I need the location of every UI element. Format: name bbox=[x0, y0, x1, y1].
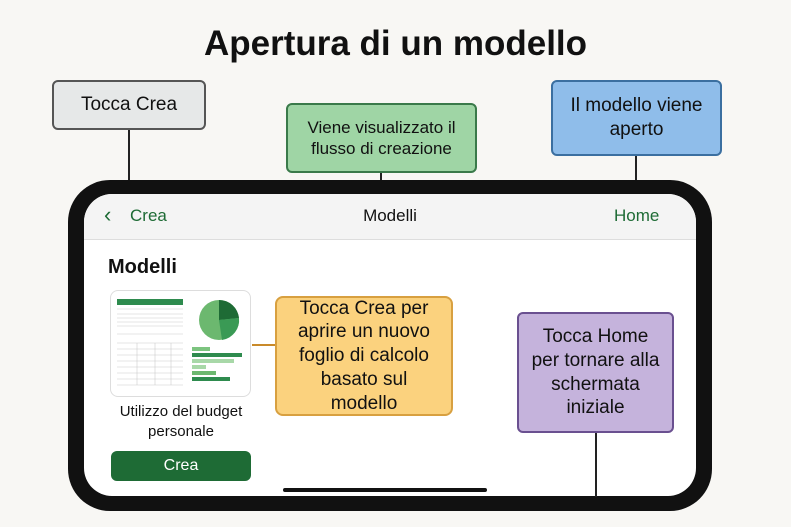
connector-line bbox=[380, 171, 382, 185]
connector-line bbox=[595, 431, 597, 497]
connector-line bbox=[252, 344, 276, 346]
template-name: Utilizzo del budget personale bbox=[119, 403, 243, 440]
template-thumbnail[interactable] bbox=[110, 290, 251, 397]
home-indicator bbox=[283, 488, 487, 492]
callout-create-info: Tocca Crea per aprire un nuovo foglio di… bbox=[275, 296, 453, 416]
connector-line bbox=[635, 154, 637, 192]
callout-home-info: Tocca Home per tornare alla schermata in… bbox=[517, 312, 674, 433]
create-button[interactable]: Crea bbox=[111, 451, 251, 481]
home-button[interactable]: Home bbox=[614, 206, 660, 225]
back-button[interactable]: Crea bbox=[130, 206, 167, 225]
spreadsheet-preview-icon bbox=[117, 299, 242, 386]
chevron-left-icon[interactable]: ‹ bbox=[104, 202, 112, 227]
nav-bar: ‹ Crea Modelli Home bbox=[84, 194, 696, 240]
connector-line bbox=[128, 128, 130, 192]
callout-tap-create: Tocca Crea bbox=[52, 80, 206, 130]
callout-flow-shown: Viene visualizzato il flusso di creazion… bbox=[286, 103, 477, 173]
page-title: Apertura di un modello bbox=[203, 24, 588, 63]
callout-model-opened: Il modello viene aperto bbox=[551, 80, 722, 156]
section-title: Modelli bbox=[108, 256, 177, 278]
nav-title: Modelli bbox=[363, 206, 417, 225]
